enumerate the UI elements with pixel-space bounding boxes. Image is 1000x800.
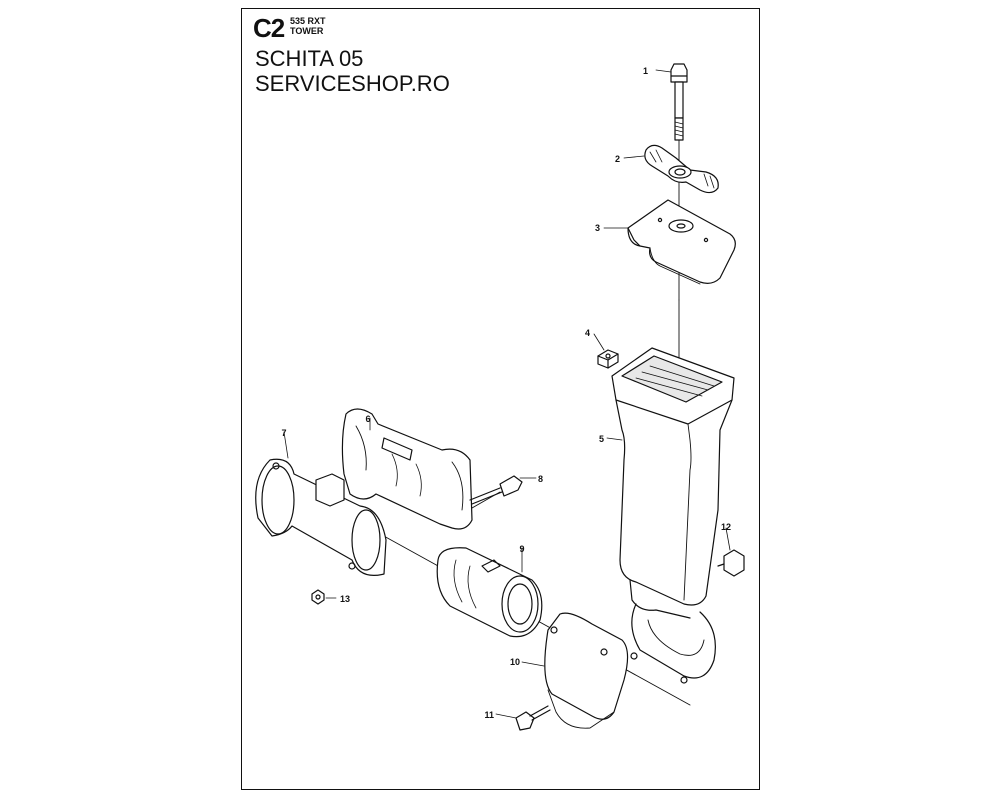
callout-11: 11 bbox=[484, 710, 494, 720]
diagram-title: SCHITA 05 bbox=[255, 46, 364, 71]
callout-12: 12 bbox=[721, 522, 731, 532]
part-13-nut bbox=[311, 589, 325, 605]
callout-7: 7 bbox=[281, 428, 286, 438]
section-code: C2 bbox=[253, 13, 285, 43]
part-3-top-cap bbox=[627, 199, 736, 285]
diagram-frame bbox=[241, 8, 760, 790]
callout-6: 6 bbox=[365, 414, 370, 424]
part-2-wing-nut bbox=[644, 144, 719, 194]
model-line-2: TOWER bbox=[290, 26, 324, 36]
part-4-square-nut bbox=[597, 349, 619, 369]
callout-4: 4 bbox=[585, 328, 590, 338]
model-line-1: 535 RXT bbox=[290, 16, 326, 26]
model-label: 535 RXT TOWER bbox=[290, 16, 326, 36]
callout-10: 10 bbox=[510, 657, 520, 667]
part-5-handle-tower bbox=[611, 347, 735, 684]
diagram-subtitle: SERVICESHOP.RO bbox=[255, 71, 450, 96]
part-10-lower-clamp bbox=[544, 612, 629, 729]
part-9-sleeve bbox=[436, 547, 543, 638]
callout-1: 1 bbox=[643, 66, 648, 76]
part-11-screw bbox=[515, 705, 551, 731]
callout-labels: 1 2 3 4 5 6 7 8 9 10 11 12 13 bbox=[281, 66, 731, 720]
callout-5: 5 bbox=[599, 434, 604, 444]
callout-13: 13 bbox=[340, 594, 350, 604]
part-6-clamp-half bbox=[341, 408, 473, 530]
part-7-tube-holder bbox=[255, 458, 387, 576]
callout-8: 8 bbox=[538, 474, 543, 484]
part-1-bolt bbox=[670, 63, 688, 141]
part-12-knob bbox=[717, 549, 745, 577]
callout-3: 3 bbox=[595, 223, 600, 233]
callout-9: 9 bbox=[519, 544, 524, 554]
callout-2: 2 bbox=[615, 154, 620, 164]
leader-lines bbox=[283, 69, 731, 719]
part-8-screw bbox=[469, 475, 523, 505]
